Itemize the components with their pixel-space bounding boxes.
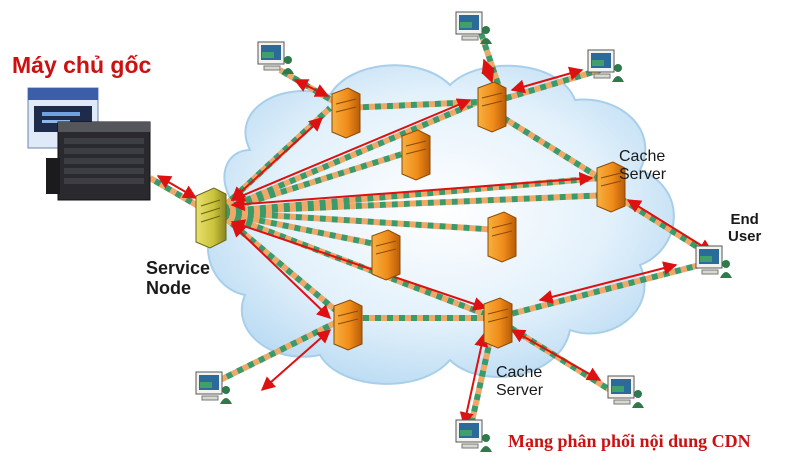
computer-icon-5 bbox=[195, 371, 232, 404]
computer-user-body-1 bbox=[480, 38, 492, 44]
cache-server-body-0 bbox=[331, 87, 361, 139]
computer-icon-0 bbox=[257, 41, 294, 74]
cache-server-icon-7 bbox=[333, 299, 363, 351]
computer-user-head-0 bbox=[284, 56, 292, 64]
computer-user-head-6 bbox=[482, 434, 490, 442]
computer-user-head-2 bbox=[614, 64, 622, 72]
computer-user-head-1 bbox=[482, 26, 490, 34]
arrow-9 bbox=[626, 199, 714, 253]
computer-user-head-5 bbox=[222, 386, 230, 394]
computer-screen-content-1 bbox=[460, 22, 472, 28]
computer-icon-4 bbox=[607, 375, 644, 408]
cache-server-body-7 bbox=[333, 299, 363, 351]
computer-icon-6 bbox=[455, 419, 492, 452]
cache-server-icon-0 bbox=[331, 87, 361, 139]
computer-keyboard-4 bbox=[613, 399, 631, 405]
cache-server-icon-4 bbox=[371, 229, 401, 281]
arrow-12 bbox=[459, 332, 489, 427]
cache-server-slot-0-b bbox=[335, 106, 357, 113]
computer-icon-2 bbox=[587, 49, 624, 82]
computer-user-body-3 bbox=[720, 272, 732, 278]
computer-keyboard-5 bbox=[201, 395, 219, 401]
computer-keyboard-6 bbox=[461, 443, 479, 449]
arrow-7 bbox=[481, 58, 495, 84]
cache-server-slot-2-a bbox=[405, 140, 427, 147]
cache-server-slot-0-a bbox=[335, 98, 357, 105]
cache-server-body-6 bbox=[483, 297, 513, 349]
request-arrows bbox=[156, 58, 714, 427]
service-node-label: Service Node bbox=[146, 258, 211, 299]
end-user-computers bbox=[195, 11, 732, 452]
cache-server-slot-5-b bbox=[491, 230, 513, 237]
computer-screen-content-6 bbox=[460, 430, 472, 436]
computer-user-body-5 bbox=[220, 398, 232, 404]
cache-server-body-1 bbox=[477, 81, 507, 133]
cache-server-bottom-label-line1: Cache bbox=[496, 364, 543, 381]
cache-server-icon-3 bbox=[596, 161, 626, 213]
cache-server-body-2 bbox=[401, 129, 431, 181]
computer-keyboard-3 bbox=[701, 269, 719, 275]
computer-screen-content-4 bbox=[612, 386, 624, 392]
cache-server-body-3 bbox=[596, 161, 626, 213]
computer-user-body-6 bbox=[480, 446, 492, 452]
arrow-3 bbox=[230, 171, 594, 212]
cache-server-icon-1 bbox=[477, 81, 507, 133]
origin-server-label: Máy chủ gốc bbox=[12, 52, 152, 78]
computer-screen-content-3 bbox=[700, 256, 712, 262]
diagram-caption: Mạng phân phối nội dung CDN bbox=[508, 431, 751, 451]
arrow-5 bbox=[230, 223, 332, 319]
computer-user-head-3 bbox=[722, 260, 730, 268]
computer-icon-3 bbox=[695, 245, 732, 278]
service-node-label-line1: Service bbox=[146, 258, 211, 278]
cache-server-icon-6 bbox=[483, 297, 513, 349]
cache-server-icon-2 bbox=[401, 129, 431, 181]
service-node-icon bbox=[195, 187, 227, 249]
end-user-label: End User bbox=[728, 211, 762, 245]
cache-server-top-label: Cache Server bbox=[619, 148, 666, 183]
arrow-6 bbox=[293, 79, 330, 97]
computer-screen-content-0 bbox=[262, 52, 274, 58]
arrow-0 bbox=[156, 175, 198, 199]
arrow-11 bbox=[510, 329, 602, 381]
cache-server-slot-2-b bbox=[405, 148, 427, 155]
computer-keyboard-1 bbox=[461, 35, 479, 41]
computer-icon-1 bbox=[455, 11, 492, 44]
cache-server-top-label-line1: Cache bbox=[619, 148, 666, 165]
arrow-13 bbox=[260, 329, 332, 391]
arrow-10 bbox=[538, 261, 678, 304]
cache-server-slot-4-a bbox=[375, 240, 397, 247]
cache-server-slot-3-a bbox=[600, 172, 622, 179]
cache-server-bottom-label: Cache Server bbox=[496, 364, 543, 399]
cache-server-slot-5-a bbox=[491, 222, 513, 229]
service-node-label-line2: Node bbox=[146, 277, 191, 298]
computer-user-body-0 bbox=[282, 68, 294, 74]
end-user-label-line2: User bbox=[728, 227, 762, 245]
computer-user-head-4 bbox=[634, 390, 642, 398]
cache-server-icon-5 bbox=[487, 211, 517, 263]
cache-server-top-label-line2: Server bbox=[619, 165, 667, 183]
computer-user-body-2 bbox=[612, 76, 624, 82]
cache-server-slot-7-b bbox=[337, 318, 359, 325]
cache-server-slot-7-a bbox=[337, 310, 359, 317]
cache-servers bbox=[331, 81, 626, 351]
cache-server-body-5 bbox=[487, 211, 517, 263]
computer-keyboard-0 bbox=[263, 65, 281, 71]
cache-server-slot-6-a bbox=[487, 308, 509, 315]
computer-screen-content-5 bbox=[200, 382, 212, 388]
cache-server-slot-3-b bbox=[600, 180, 622, 187]
arrow-8 bbox=[510, 66, 584, 94]
cache-server-slot-6-b bbox=[487, 316, 509, 323]
cache-server-bottom-label-line2: Server bbox=[496, 381, 544, 399]
cache-server-slot-1-b bbox=[481, 100, 503, 107]
computer-keyboard-2 bbox=[593, 73, 611, 79]
end-user-label-line1: End bbox=[730, 211, 759, 228]
origin-server-icon bbox=[27, 87, 151, 201]
cache-server-slot-4-b bbox=[375, 248, 397, 255]
cache-server-body-4 bbox=[371, 229, 401, 281]
cache-server-slot-1-a bbox=[481, 92, 503, 99]
computer-screen-content-2 bbox=[592, 60, 604, 66]
computer-user-body-4 bbox=[632, 402, 644, 408]
